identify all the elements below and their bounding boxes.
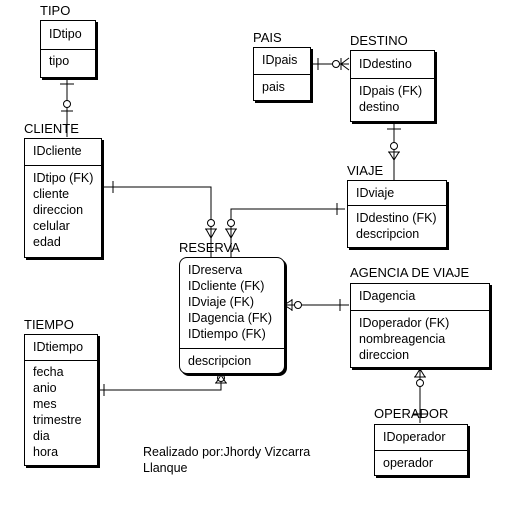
attribute: descripcion <box>356 227 420 241</box>
author-credit: Realizado por:Jhordy Vizcarra Llanque <box>143 444 310 476</box>
entity-box: IDoperador operador <box>374 424 468 476</box>
attribute: IDpais (FK) <box>359 84 423 98</box>
rel-viaje-reserva <box>225 203 345 258</box>
entity-box: IDcliente IDtipo (FK) cliente direccion … <box>24 138 102 258</box>
attribute-pk: IDtiempo (FK) <box>188 327 266 341</box>
rel-operador-agencia <box>413 367 427 423</box>
rel-destino-viaje <box>387 121 401 180</box>
entity-divider <box>41 49 95 50</box>
entity-attributes: descripcion <box>188 353 251 369</box>
attribute-pk: IDreserva <box>188 263 243 277</box>
entity-attributes: IDtipo (FK) cliente direccion celular ed… <box>33 170 93 250</box>
attribute: direccion <box>359 348 410 362</box>
attribute: hora <box>33 445 59 459</box>
attribute: anio <box>33 381 57 395</box>
attribute: direccion <box>33 203 84 217</box>
entity-attributes: IDoperador (FK) nombreagencia direccion <box>359 315 449 363</box>
credit-line: Realizado por:Jhordy Vizcarra <box>143 445 311 459</box>
entity-pk: IDagencia <box>359 289 416 303</box>
entity-title: AGENCIA DE VIAJE <box>350 265 470 280</box>
entity-box: IDtipo tipo <box>40 20 96 78</box>
entity-box: IDdestino IDpais (FK) destino <box>350 50 435 122</box>
entity-pk-list: IDreserva IDcliente (FK) IDviaje (FK) ID… <box>188 262 272 342</box>
attribute: IDdestino (FK) <box>356 211 437 225</box>
entity-pk: IDoperador <box>383 430 446 444</box>
attribute: mes <box>33 397 57 411</box>
attribute-pk: IDcliente (FK) <box>188 279 265 293</box>
attribute: pais <box>262 80 285 94</box>
attribute: descripcion <box>188 354 252 368</box>
entity-title: DESTINO <box>350 33 408 48</box>
attribute: IDoperador (FK) <box>359 316 450 330</box>
entity-box: IDpais pais <box>253 47 311 101</box>
attribute: celular <box>33 219 70 233</box>
entity-pk: IDtiempo <box>33 340 84 354</box>
entity-attributes: pais <box>262 79 285 95</box>
entity-pk: IDviaje <box>356 186 395 200</box>
entity-divider <box>25 360 97 361</box>
attribute-pk: IDviaje (FK) <box>188 295 254 309</box>
rel-tiempo-reserva <box>98 374 227 396</box>
attribute: destino <box>359 100 400 114</box>
entity-box: IDtiempo fecha anio mes trimestre dia ho… <box>24 334 98 466</box>
attribute: nombreagencia <box>359 332 446 346</box>
attribute: trimestre <box>33 413 82 427</box>
attribute: edad <box>33 235 61 249</box>
entity-divider <box>375 450 467 451</box>
entity-title: OPERADOR <box>374 406 449 421</box>
attribute: IDtipo (FK) <box>33 171 94 185</box>
attribute: dia <box>33 429 50 443</box>
entity-title: TIPO <box>40 3 71 18</box>
entity-divider <box>254 74 310 75</box>
rel-tipo-cliente <box>60 77 74 137</box>
entity-title: TIEMPO <box>24 317 74 332</box>
entity-pk: IDpais <box>262 53 298 67</box>
attribute: tipo <box>49 54 70 68</box>
entity-pk: IDcliente <box>33 144 82 158</box>
entity-title: PAIS <box>253 30 282 45</box>
entity-attributes: IDpais (FK) destino <box>359 83 422 115</box>
attribute: fecha <box>33 365 64 379</box>
entity-title: RESERVA <box>179 240 240 255</box>
entity-attributes: operador <box>383 455 433 471</box>
entity-attributes: tipo <box>49 53 69 69</box>
attribute: operador <box>383 456 434 470</box>
entity-divider <box>180 348 284 349</box>
entity-box: IDreserva IDcliente (FK) IDviaje (FK) ID… <box>179 257 285 374</box>
rel-cliente-reserva <box>101 181 217 258</box>
attribute-pk: IDagencia (FK) <box>188 311 273 325</box>
entity-divider <box>351 310 489 311</box>
entity-box: IDviaje IDdestino (FK) descripcion <box>347 180 447 248</box>
entity-title: CLIENTE <box>24 121 79 136</box>
credit-line: Llanque <box>143 461 188 475</box>
entity-attributes: fecha anio mes trimestre dia hora <box>33 364 82 460</box>
entity-divider <box>351 78 434 79</box>
entity-box: IDagencia IDoperador (FK) nombreagencia … <box>350 283 490 368</box>
entity-pk: IDtipo <box>49 27 82 41</box>
entity-attributes: IDdestino (FK) descripcion <box>356 210 437 242</box>
rel-agencia-reserva <box>283 299 349 311</box>
entity-divider <box>348 205 446 206</box>
entity-divider <box>25 165 101 166</box>
entity-pk: IDdestino <box>359 57 412 71</box>
attribute: cliente <box>33 187 70 201</box>
entity-title: VIAJE <box>347 163 384 178</box>
rel-pais-destino <box>311 57 350 71</box>
